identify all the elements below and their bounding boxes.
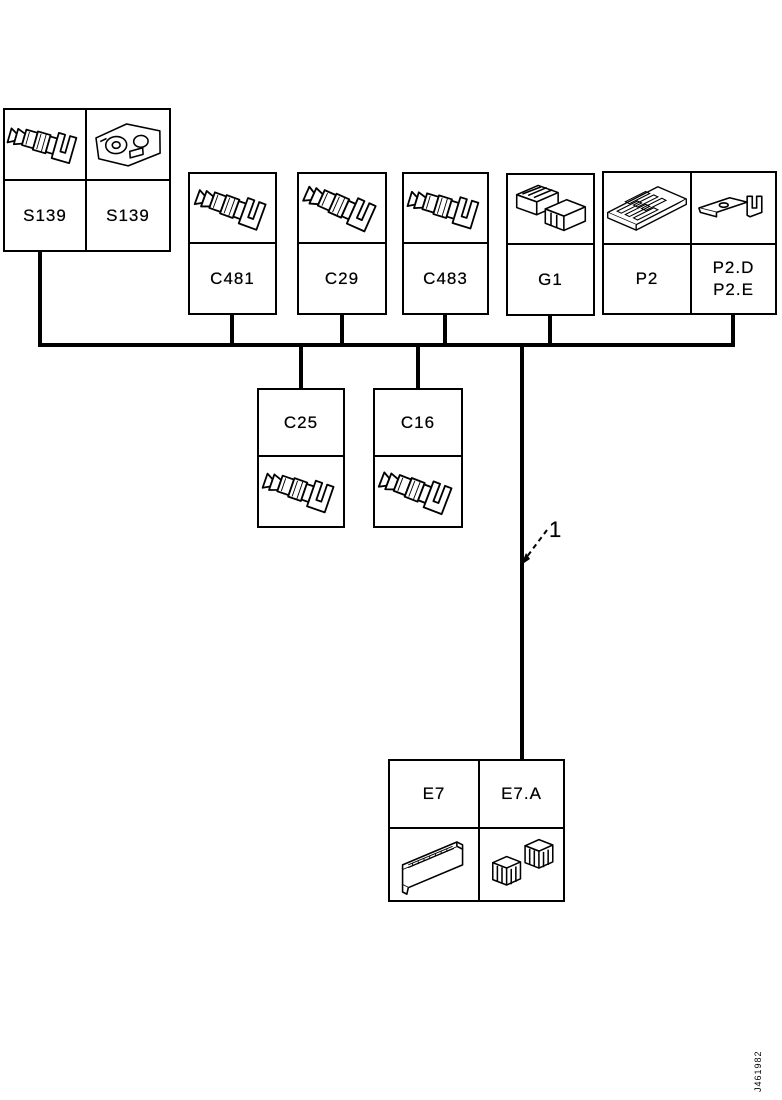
connector-label-c25: C25 [259, 390, 343, 457]
connector-image-cell [5, 110, 87, 181]
connector-box-c25: C25 [257, 388, 345, 528]
connector-image-cell [480, 829, 563, 900]
connector-label-p2: P2 [604, 245, 692, 313]
branch-line-e7a [520, 345, 524, 760]
control-unit-icon [394, 832, 474, 898]
branch-line-c16 [416, 345, 420, 389]
connector-box-c29: C29 [297, 172, 387, 315]
branch-line-g1 [548, 315, 552, 345]
connector-image-cell [404, 174, 487, 244]
connector-label-e7: E7 [390, 761, 480, 829]
harness-bus-line [38, 343, 735, 347]
connector-image-cell [190, 174, 275, 244]
connector-box-c481: C481 [188, 172, 277, 315]
connector-image-cell [259, 457, 343, 526]
flag-terminal-icon [259, 463, 343, 520]
connector-image-cell [692, 173, 775, 245]
connector-image-cell [87, 110, 169, 181]
branch-line-c25 [299, 345, 303, 389]
connector-label-c483: C483 [423, 268, 468, 288]
connector-label-s139-left: S139 [5, 181, 87, 250]
connector-box-s139: S139 S139 [3, 108, 171, 252]
connector-label-p2e: P2.E [713, 280, 754, 299]
branch-line-p2d [731, 314, 735, 345]
connector-box-g1: G1 [506, 173, 595, 316]
relay-pair-icon [482, 835, 562, 893]
branch-line-c29 [340, 314, 344, 345]
branch-line-s139 [38, 251, 42, 345]
connector-label-c29: C29 [324, 268, 360, 288]
callout-1-label: 1 [549, 517, 562, 542]
connector-image-cell [375, 457, 461, 526]
connector-box-e7: E7 E7.A [388, 759, 565, 902]
circuit-board-icon [605, 180, 689, 237]
connector-box-p2: P2 P2.D P2.E [602, 171, 777, 315]
flag-terminal-icon [404, 181, 487, 235]
connector-image-cell [390, 829, 480, 900]
flag-terminal-icon [5, 119, 86, 171]
connector-housing-icon [88, 117, 167, 172]
connector-label-g1: G1 [538, 269, 563, 289]
connector-label-c481: C481 [210, 268, 255, 288]
connector-image-cell [299, 174, 385, 244]
connector-image-cell [508, 175, 593, 245]
leader-arrowhead [521, 553, 530, 565]
callout-leader-line [521, 529, 548, 565]
connector-box-c16: C16 [373, 388, 463, 528]
connector-box-c483: C483 [402, 172, 489, 315]
connector-label-c16: C16 [375, 390, 461, 457]
flag-terminal-icon [375, 461, 461, 521]
connector-image-cell [604, 173, 692, 245]
branch-line-c481 [230, 314, 234, 345]
branch-line-c483 [443, 314, 447, 345]
flag-terminal-icon [299, 176, 385, 239]
connector-label-e7a: E7.A [480, 761, 563, 829]
bracket-connector-icon [696, 189, 772, 227]
figure-code: J461982 [753, 1050, 763, 1092]
battery-blocks-icon [511, 179, 591, 239]
flag-terminal-icon [190, 179, 275, 237]
connector-label-p2d: P2.D [712, 258, 755, 277]
connector-label-p2d-p2e: P2.D P2.E [692, 245, 775, 313]
connector-label-s139-right: S139 [106, 205, 150, 225]
